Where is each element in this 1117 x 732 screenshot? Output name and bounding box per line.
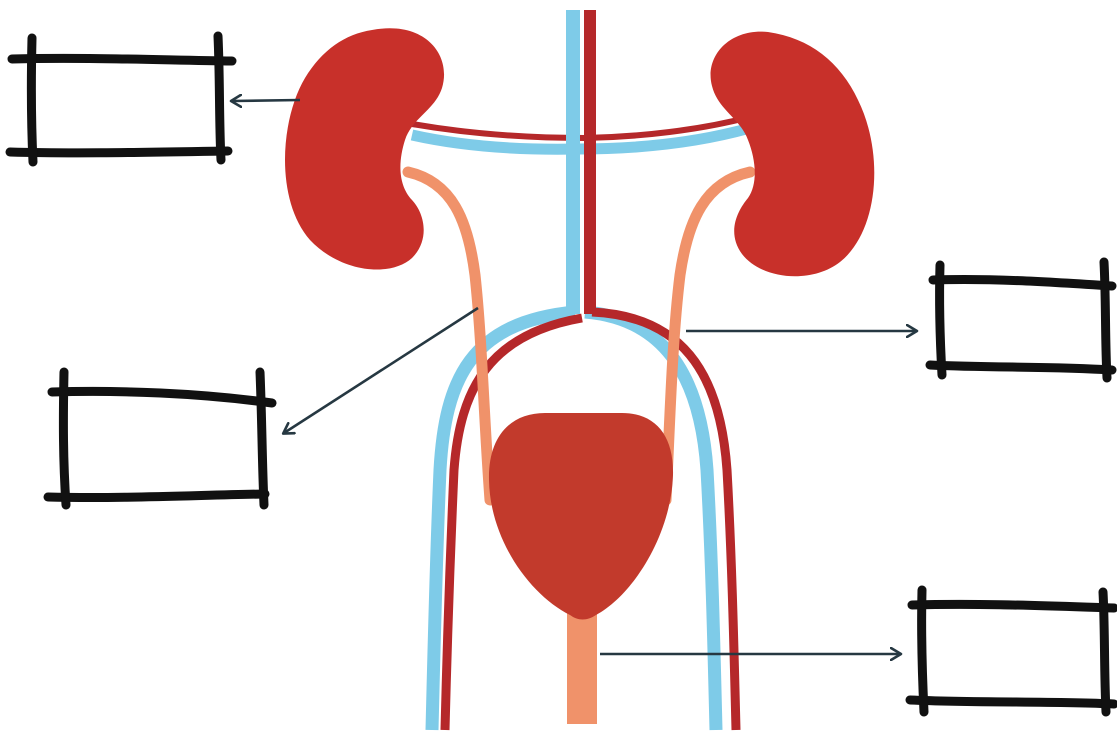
left-kidney: [285, 28, 444, 269]
label-box-3[interactable]: [930, 262, 1112, 378]
aorta: [584, 10, 596, 314]
label-box-2[interactable]: [48, 372, 272, 505]
bladder: [489, 413, 673, 620]
central-vessels: [566, 10, 596, 314]
label-box-1[interactable]: [10, 36, 232, 162]
vena-cava: [566, 10, 580, 314]
arrow-to-label-1: [232, 100, 300, 101]
label-box-4[interactable]: [910, 590, 1114, 712]
right-kidney: [711, 32, 875, 277]
renal-vessels: [412, 117, 750, 149]
